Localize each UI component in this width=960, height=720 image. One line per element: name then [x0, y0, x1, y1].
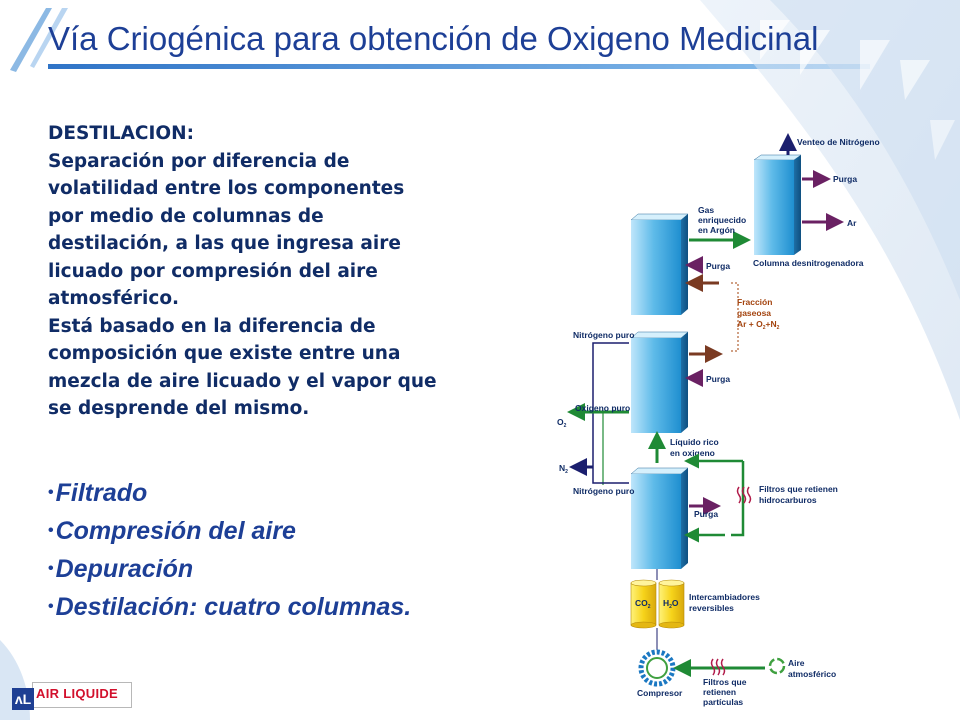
slide-title: Vía Criogénica para obtención de Oxigeno… — [48, 20, 819, 57]
columna-desnitro-label: Columna desnitrogenadora — [753, 258, 864, 268]
aire-label: atmosférico — [788, 669, 836, 679]
logo-text: AIR LIQUIDE — [36, 686, 119, 701]
bullet-item: •Depuración — [48, 551, 411, 589]
compresor-icon — [638, 649, 676, 687]
bullet-dot-icon: • — [48, 598, 54, 615]
bullet-text: Compresión del aire — [55, 517, 296, 545]
fraccion-label: Fracción — [737, 297, 772, 307]
filtros-hc-label: hidrocarburos — [759, 495, 817, 505]
liquido-label: en oxigeno — [670, 448, 715, 458]
venteo-label: Venteo de Nitrógeno — [797, 137, 880, 147]
oxigeno-puro-label: Oxigeno puro — [575, 403, 630, 413]
nitrogeno-line — [592, 342, 629, 467]
gas-label: enriquecido — [698, 215, 746, 225]
recycle-icon — [768, 657, 786, 675]
filtros-particulas-label: partículas — [703, 697, 743, 707]
o2-label: O2 — [557, 417, 567, 429]
purga-label: Purga — [833, 174, 857, 184]
body-line: volatilidad entre los componentes — [48, 178, 405, 199]
logo-mark-icon: ʌL — [12, 688, 34, 710]
argon-label: Ar — [847, 218, 857, 228]
logo-frame — [32, 682, 132, 708]
column-upper — [630, 331, 689, 433]
nitrogeno-puro-label: Nitrógeno puro — [573, 330, 634, 340]
purga3-label: Purga — [706, 374, 730, 384]
body-paragraph: DESTILACION: Separación por diferencia d… — [48, 120, 548, 423]
bullet-item: •Filtrado — [48, 475, 411, 513]
air-liquide-logo: AIR LIQUIDE ʌL — [12, 682, 132, 712]
gas-label: en Argón — [698, 225, 735, 235]
body-line: se desprende del mismo. — [48, 398, 310, 419]
body-line: composición que existe entre una — [48, 343, 401, 364]
column-argon — [630, 213, 689, 315]
body-line: atmosférico. — [48, 288, 180, 309]
body-line: mezcla de aire licuado y el vapor que — [48, 370, 437, 392]
filtros-particulas-label: retienen — [703, 687, 736, 697]
bullet-item: •Destilación: cuatro columnas. — [48, 589, 411, 627]
h2o-vessel — [658, 579, 685, 629]
filtros-hc-icon — [736, 486, 752, 504]
bullet-text: Depuración — [55, 555, 194, 583]
intercambiadores-label: reversibles — [689, 603, 734, 613]
h2o-label: H2O — [663, 598, 679, 610]
compresor-label: Compresor — [637, 688, 683, 698]
co2-label: CO2 — [635, 598, 651, 610]
body-line: Separación por diferencia de — [48, 150, 350, 172]
body-line: DESTILACION: — [48, 123, 194, 144]
n2-label: N2 — [559, 463, 568, 475]
purga2-label: Purga — [706, 261, 730, 271]
body-line: licuado por compresión del aire — [48, 260, 378, 282]
body-line: Está basado en la diferencia de — [48, 315, 376, 337]
bullet-text: Filtrado — [55, 479, 148, 507]
body-line: destilación, a las que ingresa aire — [48, 233, 401, 254]
nitrogeno-bottom-line — [592, 467, 629, 484]
nitrogeno-puro-bottom-label: Nitrógeno puro — [573, 486, 634, 496]
filtros-particulas-label: Filtros que — [703, 677, 747, 687]
filtros-particulas-icon — [710, 658, 726, 676]
fraccion-label: gaseosa — [737, 308, 771, 318]
bullet-dot-icon: • — [48, 522, 54, 539]
co2-vessel — [630, 579, 657, 629]
bullet-dot-icon: • — [48, 484, 54, 501]
loop-line — [731, 461, 745, 537]
column-desnitrogenadora — [753, 154, 802, 255]
fraccion-formula: Ar + O2+N2 — [737, 319, 780, 331]
body-line: por medio de columnas de — [48, 205, 324, 227]
liquido-label: Líquido rico — [670, 437, 719, 447]
intercambiadores-label: Intercambiadores — [689, 592, 760, 602]
bullet-item: •Compresión del aire — [48, 513, 411, 551]
bullet-dot-icon: • — [48, 560, 54, 577]
bullet-list: •Filtrado •Compresión del aire •Depuraci… — [48, 475, 411, 627]
filtros-hc-label: Filtros que retienen — [759, 484, 838, 494]
purga4-label: Purga — [694, 509, 718, 519]
aire-label: Aire — [788, 658, 805, 668]
column-lower — [630, 467, 689, 569]
gas-label: Gas — [698, 205, 714, 215]
fraccion-bracket — [731, 282, 739, 352]
bullet-text: Destilación: cuatro columnas. — [55, 593, 412, 621]
process-diagram: Venteo de Nitrógeno Purga Ar Columna des… — [557, 133, 880, 707]
